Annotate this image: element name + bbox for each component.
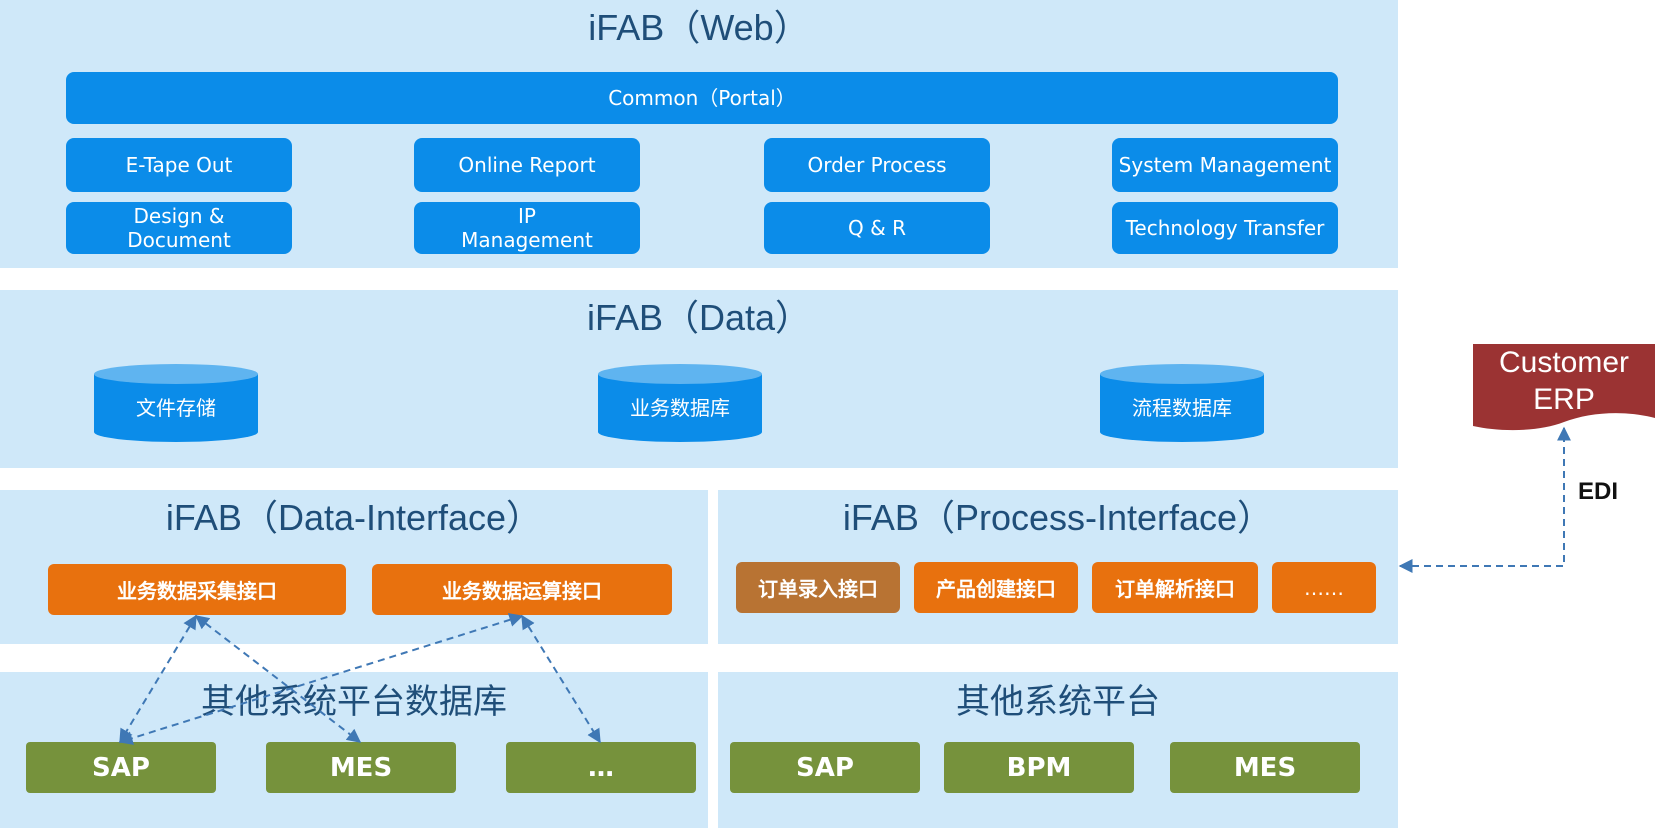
module-technology-transfer: Technology Transfer xyxy=(1112,202,1338,254)
platform-sap: SAP xyxy=(730,742,920,793)
customer-erp-label: Customer ERP xyxy=(1498,346,1630,416)
module-online-report: Online Report xyxy=(414,138,640,192)
data-collect-interface: 业务数据采集接口 xyxy=(48,564,346,615)
db-more: … xyxy=(506,742,696,793)
portal-bar: Common（Portal） xyxy=(66,72,1338,124)
platform-bpm: BPM xyxy=(944,742,1134,793)
module-ip-management: IP Management xyxy=(414,202,640,254)
order-parse-interface: 订单解析接口 xyxy=(1092,562,1258,613)
store-business-db-label: 业务数据库 xyxy=(630,396,730,420)
other-db-title: 其他系统平台数据库 xyxy=(201,682,507,722)
edi-label: EDI xyxy=(1578,478,1619,505)
store-business-db: 业务数据库 xyxy=(598,364,762,444)
module-q-and-r: Q & R xyxy=(764,202,990,254)
store-file-storage: 文件存储 xyxy=(94,364,258,444)
module-order-process: Order Process xyxy=(764,138,990,192)
platform-mes: MES xyxy=(1170,742,1360,793)
order-entry-interface: 订单录入接口 xyxy=(736,562,900,613)
web-panel-title: iFAB（Web） xyxy=(588,7,810,48)
data-panel-title: iFAB（Data） xyxy=(586,297,812,338)
more-interfaces: …… xyxy=(1272,562,1376,613)
db-sap: SAP xyxy=(26,742,216,793)
data-compute-interface: 业务数据运算接口 xyxy=(372,564,672,615)
db-mes: MES xyxy=(266,742,456,793)
data-interface-title: iFAB（Data-Interface） xyxy=(165,497,543,538)
product-create-interface: 产品创建接口 xyxy=(914,562,1078,613)
store-process-db: 流程数据库 xyxy=(1100,364,1264,444)
store-process-db-label: 流程数据库 xyxy=(1132,396,1232,420)
module-system-management: System Management xyxy=(1112,138,1338,192)
process-interface-title: iFAB（Process-Interface） xyxy=(842,497,1274,538)
module-design-document: Design & Document xyxy=(66,202,292,254)
store-file-storage-label: 文件存储 xyxy=(136,396,216,420)
module-e-tape-out: E-Tape Out xyxy=(66,138,292,192)
arrow-edi xyxy=(1398,426,1571,573)
other-platform-title: 其他系统平台 xyxy=(956,682,1160,722)
